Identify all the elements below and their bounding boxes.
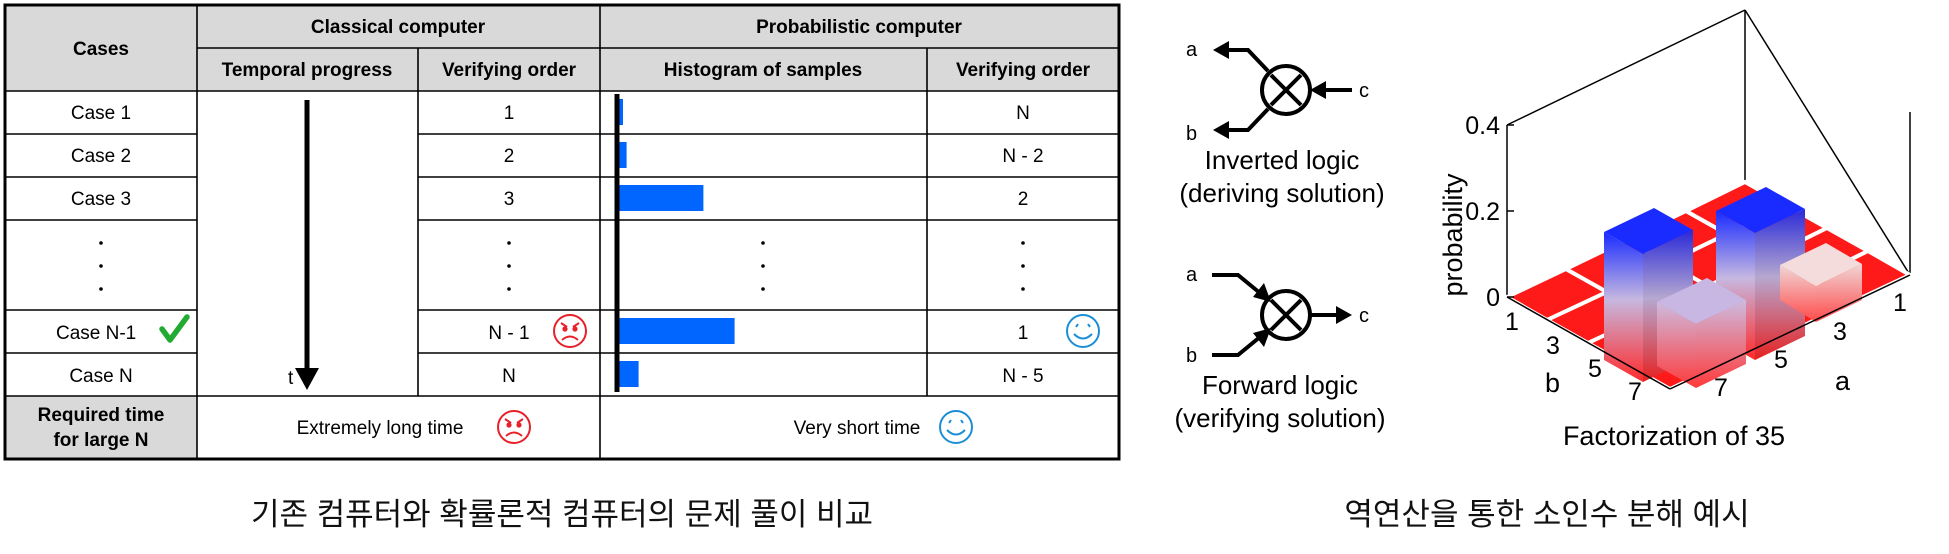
case-label: Case N bbox=[69, 366, 132, 387]
table-grid bbox=[5, 5, 1119, 459]
case-label: Case 3 bbox=[71, 189, 131, 210]
a-tick-label: 3 bbox=[1833, 318, 1847, 346]
header-probabilistic: Probabilistic computer bbox=[756, 17, 962, 38]
time-arrow bbox=[295, 100, 319, 390]
sad-face-icon bbox=[497, 410, 531, 444]
required-time-label-line2: for large N bbox=[53, 430, 148, 451]
histogram-bar bbox=[617, 142, 627, 168]
header-classical: Classical computer bbox=[311, 17, 486, 38]
z-axis-label: probability bbox=[1438, 173, 1468, 297]
chart-title: Factorization of 35 bbox=[1563, 421, 1785, 451]
z-tick-label: 0 bbox=[1486, 284, 1500, 312]
chart-front-edges bbox=[1506, 274, 1911, 390]
check-icon bbox=[159, 314, 190, 343]
inverted-c-label: c bbox=[1359, 80, 1369, 102]
z-ticks bbox=[1507, 124, 1514, 298]
forward-logic-diagram: a b c Forward logic (verifying solution) bbox=[1175, 264, 1386, 433]
required-time-label-line1: Required time bbox=[38, 405, 165, 426]
inverted-logic-sublabel: (deriving solution) bbox=[1179, 178, 1384, 208]
forward-logic-sublabel: (verifying solution) bbox=[1175, 403, 1386, 433]
header-verifying-order-classical: Verifying order bbox=[442, 60, 577, 81]
classical-order: N bbox=[502, 366, 516, 387]
inverted-b-label: b bbox=[1186, 123, 1197, 145]
right-caption: 역연산을 통한 소인수 분해 예시 bbox=[1344, 497, 1749, 532]
forward-a-label: a bbox=[1186, 264, 1198, 286]
b-tick-label: 7 bbox=[1628, 378, 1642, 406]
classical-time: Extremely long time bbox=[297, 418, 464, 439]
z-tick-label: 0.4 bbox=[1465, 112, 1500, 140]
happy-face-icon bbox=[939, 410, 973, 444]
header-verifying-order-prob: Verifying order bbox=[956, 60, 1091, 81]
b-tick-label: 5 bbox=[1588, 355, 1602, 383]
header-histogram: Histogram of samples bbox=[664, 60, 863, 81]
forward-b-label: b bbox=[1186, 345, 1197, 367]
table-border bbox=[3, 3, 1121, 461]
forward-c-label: c bbox=[1359, 305, 1369, 327]
header-cases: Cases bbox=[73, 39, 129, 60]
happy-face-icon bbox=[1066, 314, 1100, 348]
prob-order: N - 5 bbox=[1002, 366, 1043, 387]
b-axis-label: b bbox=[1545, 368, 1560, 398]
forward-logic-label: Forward logic bbox=[1202, 370, 1358, 400]
b-tick-label: 1 bbox=[1505, 308, 1519, 336]
ellipsis-row bbox=[99, 241, 1025, 291]
sad-face-icon bbox=[553, 314, 587, 348]
bar3d bbox=[1780, 243, 1862, 322]
classical-order: 1 bbox=[504, 103, 515, 124]
table-row: Case N N N - 5 bbox=[69, 361, 1044, 387]
case-label: Case 1 bbox=[71, 103, 131, 124]
probabilistic-time: Very short time bbox=[794, 418, 921, 439]
a-tick-label: 1 bbox=[1893, 289, 1907, 317]
case-label: Case N-1 bbox=[56, 323, 136, 344]
a-tick-label: 5 bbox=[1774, 346, 1788, 374]
b-tick-label: 3 bbox=[1546, 332, 1560, 360]
classical-order: N - 1 bbox=[488, 323, 529, 344]
inverted-a-label: a bbox=[1186, 39, 1198, 61]
table-row: Case N-1 N - 1 1 bbox=[56, 314, 1100, 348]
inverted-logic-diagram: a b c Inverted logic (deriving solution) bbox=[1179, 39, 1384, 208]
classical-order: 3 bbox=[504, 189, 515, 210]
prob-order: N - 2 bbox=[1002, 146, 1043, 167]
histogram-bar bbox=[617, 99, 623, 125]
histogram-bar bbox=[617, 361, 639, 387]
table-row: Case 2 2 N - 2 bbox=[71, 142, 1044, 168]
a-axis-label: a bbox=[1835, 366, 1851, 396]
histogram-bar bbox=[617, 318, 735, 344]
z-tick-label: 0.2 bbox=[1465, 198, 1500, 226]
table-row: Case 1 1 N bbox=[71, 99, 1030, 125]
inverted-logic-label: Inverted logic bbox=[1205, 145, 1360, 175]
bar3d-chart: 0 0.2 0.4 probability 1 3 5 7 b 1 3 5 7 … bbox=[1438, 9, 1915, 451]
histogram-bar bbox=[617, 185, 704, 211]
prob-order: N bbox=[1016, 103, 1030, 124]
left-caption: 기존 컴퓨터와 확률론적 컴퓨터의 문제 풀이 비교 bbox=[251, 497, 873, 532]
prob-order: 2 bbox=[1018, 189, 1029, 210]
table-row: Case 3 3 2 bbox=[71, 185, 1028, 211]
comparison-table: Cases Classical computer Probabilistic c… bbox=[3, 3, 1121, 461]
time-axis-label: t bbox=[288, 368, 294, 389]
a-tick-label: 7 bbox=[1714, 374, 1728, 402]
case-label: Case 2 bbox=[71, 146, 131, 167]
required-time-bg bbox=[5, 396, 197, 459]
bar3d bbox=[1657, 278, 1746, 388]
prob-order: 1 bbox=[1018, 323, 1029, 344]
header-temporal-progress: Temporal progress bbox=[222, 60, 393, 81]
classical-order: 2 bbox=[504, 146, 515, 167]
